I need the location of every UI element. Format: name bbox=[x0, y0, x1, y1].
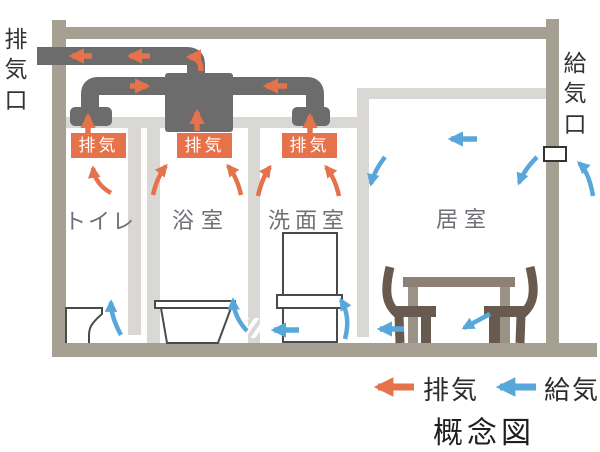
table-top bbox=[403, 277, 515, 287]
door-louver-hatch bbox=[248, 318, 260, 338]
exhaust-arrow-toilet-room bbox=[87, 165, 113, 195]
supply-arrow-living-left bbox=[367, 155, 387, 187]
room-label-living: 居室 bbox=[436, 207, 493, 232]
supply-inlet-box bbox=[543, 146, 567, 162]
chair-left bbox=[382, 265, 436, 344]
toilet-bath-wall-right bbox=[147, 128, 160, 343]
legend-exhaust-label: 排気 bbox=[423, 376, 480, 405]
exhaust-badge-washroom: 排気 bbox=[282, 133, 337, 158]
toilet-bath-wall-left bbox=[128, 128, 141, 335]
supply-arrow-bath bbox=[227, 297, 249, 333]
right-wall bbox=[546, 19, 559, 357]
top-wall bbox=[52, 27, 559, 39]
supply-arrow-washroom bbox=[339, 297, 352, 340]
room-label-toilet: トイレ bbox=[64, 209, 137, 234]
washstand-counter bbox=[276, 294, 343, 309]
room-label-bath: 浴室 bbox=[172, 208, 231, 233]
supply-arrows bbox=[104, 131, 596, 340]
washstand-cabinet bbox=[282, 232, 338, 343]
exhaust-arrow-bath-right bbox=[226, 163, 244, 196]
washroom-living-wall bbox=[357, 88, 369, 337]
exhaust-arrow-washroom-right bbox=[324, 164, 342, 197]
bathtub-lid bbox=[154, 300, 236, 309]
exhaust-badge-toilet: 排気 bbox=[71, 133, 126, 158]
left-wall bbox=[52, 20, 66, 357]
supply-arrow-toilet bbox=[104, 299, 123, 337]
supply-arrow-living-chair bbox=[461, 312, 492, 330]
exhaust-arrow-duct-elbow bbox=[185, 49, 204, 72]
room-label-washroom: 洗面室 bbox=[268, 208, 350, 233]
supply-inlet-label: 給気口 bbox=[563, 51, 587, 137]
living-room-ceiling bbox=[358, 88, 546, 99]
table-leg-right bbox=[500, 287, 510, 343]
bathtub bbox=[159, 307, 233, 344]
wet-area-ceiling bbox=[66, 117, 365, 128]
chair-right bbox=[484, 265, 538, 344]
floor bbox=[53, 343, 597, 357]
toilet-fixture bbox=[65, 307, 103, 343]
supply-arrow-inlet-inside bbox=[516, 155, 539, 186]
supply-arrow-inlet-outside bbox=[576, 161, 596, 197]
exhaust-badge-bath: 排気 bbox=[177, 133, 232, 158]
bath-washroom-wall bbox=[248, 128, 260, 343]
exhaust-outlet-label: 排気口 bbox=[4, 27, 28, 113]
branch-exhaust-duct bbox=[81, 77, 324, 110]
diagram-title: 概念図 bbox=[433, 417, 535, 450]
legend-supply-label: 給気 bbox=[544, 376, 600, 405]
table-leg-left bbox=[408, 287, 418, 343]
